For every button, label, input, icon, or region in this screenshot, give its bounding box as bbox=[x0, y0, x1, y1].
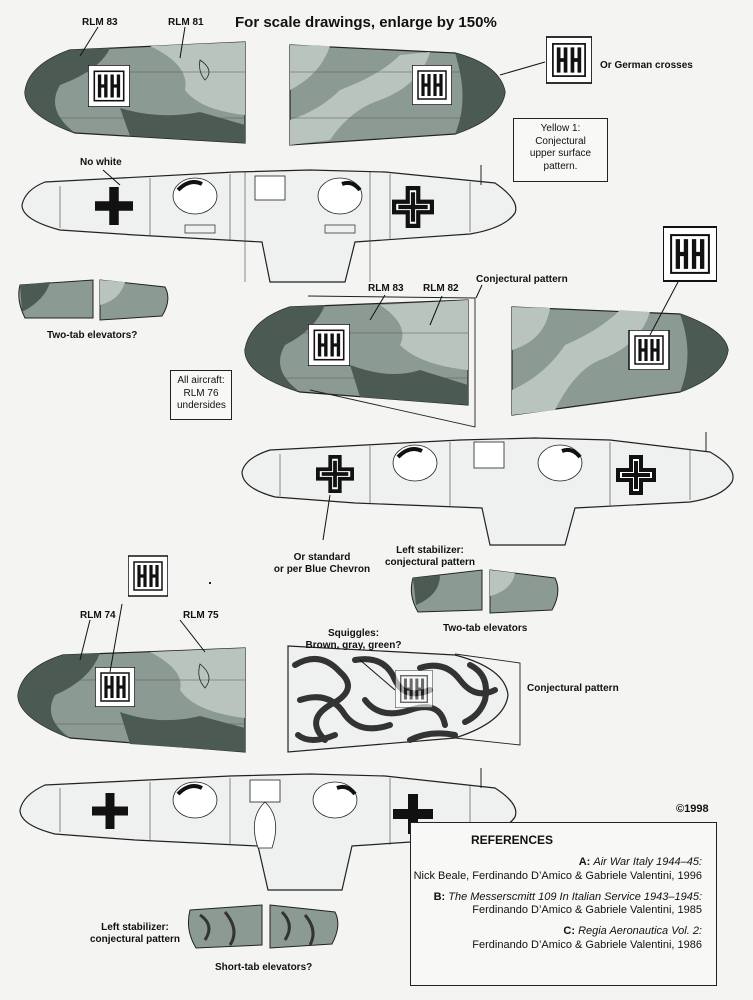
reference-entry: B: The Messerscmitt 109 In Italian Servi… bbox=[411, 891, 716, 919]
label-or-german-crosses: Or German crosses bbox=[600, 60, 693, 71]
set1-elevators bbox=[18, 279, 169, 321]
set2-underside-planform bbox=[241, 432, 734, 546]
set3-left-wing-upper bbox=[17, 647, 246, 753]
references-box: REFERENCES A: Air War Italy 1944–45: Nic… bbox=[410, 822, 717, 986]
set1-left-wing-upper bbox=[24, 41, 246, 144]
german-cross-sample-3 bbox=[128, 556, 168, 596]
reference-entry: A: Air War Italy 1944–45: Nick Beale, Fe… bbox=[411, 856, 716, 884]
label-two-tab-elevators-question: Two-tab elevators? bbox=[47, 330, 138, 341]
label-rlm75: RLM 75 bbox=[183, 610, 219, 621]
note-all-aircraft: All aircraft: RLM 76 undersides bbox=[170, 370, 232, 420]
german-cross-sample-2 bbox=[663, 227, 717, 281]
label-rlm74: RLM 74 bbox=[80, 610, 116, 621]
page-title: For scale drawings, enlarge by 150% bbox=[235, 14, 497, 31]
note-all-aircraft-line: All aircraft: bbox=[177, 375, 225, 386]
label-conjectural-pattern-set2: Conjectural pattern bbox=[476, 274, 568, 285]
reference-letter: B: bbox=[433, 890, 446, 903]
note-yellow1-line: upper surface bbox=[529, 148, 592, 159]
label-left-stabilizer-line: conjectural pattern bbox=[384, 556, 476, 568]
reference-title: Air War Italy 1944–45: bbox=[593, 856, 702, 868]
label-left-stabilizer-line: Left stabilizer: bbox=[101, 922, 169, 933]
label-left-stabilizer-set2: Left stabilizer: conjectural pattern bbox=[375, 545, 485, 568]
set2-elevators bbox=[410, 569, 559, 614]
label-rlm83-set1: RLM 83 bbox=[82, 17, 118, 28]
set3-underside-planform bbox=[19, 768, 517, 891]
reference-letter: C: bbox=[563, 925, 575, 937]
reference-letter: A: bbox=[578, 856, 591, 868]
note-all-aircraft-line: undersides bbox=[177, 400, 226, 411]
set1-underside-planform bbox=[21, 165, 517, 283]
set2-left-wing-upper bbox=[244, 295, 476, 428]
reference-title: The Messerscmitt 109 In Italian Service … bbox=[448, 890, 702, 903]
label-left-stabilizer-set3: Left stabilizer: conjectural pattern bbox=[80, 922, 190, 945]
reference-title: Regia Aeronautica Vol. 2: bbox=[578, 925, 702, 937]
label-squiggles-line: Brown, gray, green? bbox=[305, 639, 402, 651]
set3-right-wing-squiggles bbox=[287, 645, 521, 753]
set1-right-wing-upper bbox=[289, 44, 506, 146]
label-two-tab-elevators: Two-tab elevators bbox=[443, 623, 528, 634]
set3-elevators bbox=[188, 904, 339, 949]
label-short-tab-elevators: Short-tab elevators? bbox=[215, 962, 313, 973]
label-left-stabilizer-line: Left stabilizer: bbox=[396, 545, 464, 556]
copyright: ©1998 bbox=[676, 803, 709, 815]
label-conjectural-pattern-set3: Conjectural pattern bbox=[527, 683, 619, 694]
note-yellow1-line: pattern. bbox=[543, 160, 578, 172]
leader-lines bbox=[79, 26, 679, 691]
reference-authors: Nick Beale, Ferdinando D’Amico & Gabriel… bbox=[413, 869, 702, 882]
label-rlm82: RLM 82 bbox=[423, 283, 459, 294]
label-squiggles: Squiggles: Brown, gray, green? bbox=[296, 628, 411, 651]
note-all-aircraft-line: RLM 76 bbox=[183, 387, 219, 399]
reference-authors: Ferdinando D’Amico & Gabriele Valentini,… bbox=[472, 938, 702, 951]
label-squiggles-line: Squiggles: bbox=[327, 628, 380, 639]
reference-entry: C: Regia Aeronautica Vol. 2: Ferdinando … bbox=[411, 925, 716, 953]
label-rlm81: RLM 81 bbox=[168, 17, 204, 28]
note-yellow1: Yellow 1: Conjectural upper surface patt… bbox=[513, 118, 608, 182]
label-or-standard-line: Or standard bbox=[293, 552, 351, 563]
label-rlm83-set2: RLM 83 bbox=[368, 283, 404, 294]
references-heading: REFERENCES bbox=[471, 833, 554, 847]
set2-right-wing-upper bbox=[511, 306, 729, 416]
label-left-stabilizer-line: conjectural pattern bbox=[89, 933, 181, 945]
label-or-standard-line: or per Blue Chevron bbox=[273, 563, 371, 575]
label-no-white: No white bbox=[80, 157, 122, 168]
note-yellow1-line: Yellow 1: bbox=[540, 123, 581, 134]
label-or-standard: Or standard or per Blue Chevron bbox=[272, 552, 372, 575]
german-cross-sample-1 bbox=[546, 35, 592, 85]
reference-authors: Ferdinando D’Amico & Gabriele Valentini,… bbox=[472, 904, 702, 917]
note-yellow1-line: Conjectural bbox=[535, 135, 586, 147]
